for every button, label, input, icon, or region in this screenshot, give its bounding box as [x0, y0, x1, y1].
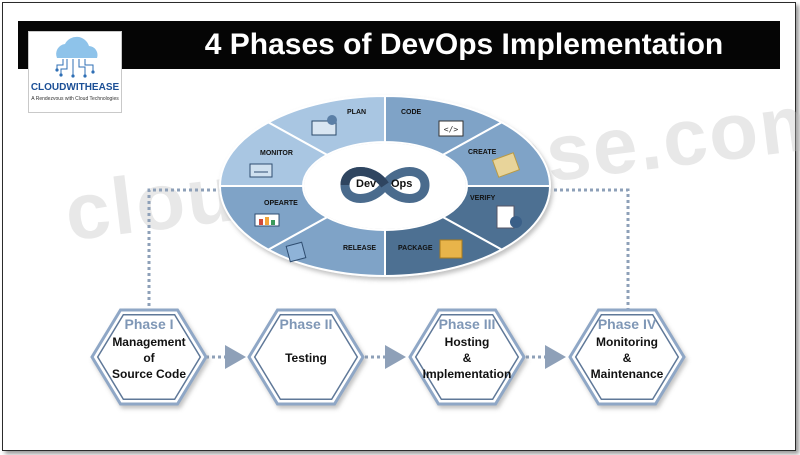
- phase-hexagon-inner-2: [253, 313, 359, 401]
- plan-icon: [311, 115, 337, 136]
- phase-hexagon-3: [408, 308, 526, 406]
- stage-monitor: MONITOR: [260, 150, 293, 157]
- phase-4-line-3: Maintenance: [590, 367, 664, 381]
- monitor-icon: [249, 163, 273, 178]
- phase-hexagon-inner-1: [96, 313, 202, 401]
- phase-3-line-1: Hosting: [444, 335, 490, 349]
- title-text: 4 Phases of DevOps Implementation: [204, 28, 724, 61]
- devops-dev-label: Dev: [356, 178, 377, 190]
- phase-2-line-1: Testing: [285, 351, 327, 365]
- phase-hexagon-1: [90, 308, 208, 406]
- create-icon: [491, 152, 521, 178]
- logo-name: CLOUDWITHEASE: [30, 82, 120, 93]
- phase-hexagon-2: [247, 308, 365, 406]
- phase-4-label: Phase IV: [597, 316, 657, 332]
- ring-segment-plan: [218, 121, 330, 187]
- stage-plan: PLAN: [347, 109, 367, 116]
- phase-hexagon-inner-4: [574, 313, 680, 401]
- stage-verify: VERIFY: [470, 195, 496, 202]
- page-title: 4 Phases of DevOps Implementation: [18, 21, 780, 69]
- stage-code: CODE: [401, 109, 422, 116]
- phase-1-line-3: Source Code: [111, 367, 186, 381]
- phase-1-line-1: Management: [112, 335, 186, 349]
- phase-3-line-3: Implementation: [422, 367, 512, 381]
- phase-2-text: Testing: [251, 350, 361, 366]
- phase-3-line-2: &: [462, 351, 472, 365]
- verify-icon: [496, 205, 522, 229]
- stage-package: PACKAGE: [398, 245, 433, 252]
- phase-3-text: Hosting & Implementation: [412, 334, 522, 382]
- phase-4-line-2: &: [622, 351, 632, 365]
- phase-3-label: Phase III: [438, 316, 496, 332]
- stage-create: CREATE: [468, 149, 497, 156]
- feedback-connectors: [147, 188, 630, 318]
- package-icon: [439, 239, 463, 259]
- phase-1-line-2: of: [143, 351, 155, 365]
- stage-operate: OPEARTE: [264, 200, 298, 207]
- release-icon: [285, 241, 307, 263]
- cloud-logo-icon: [55, 36, 98, 78]
- phase-hexagon-inner-3: [414, 313, 520, 401]
- phase-4-line-1: Monitoring: [596, 335, 658, 349]
- phase-2-label: Phase II: [279, 316, 333, 332]
- code-icon: </>: [438, 120, 464, 137]
- stage-release: RELEASE: [343, 245, 377, 252]
- operate-icon: [254, 213, 280, 227]
- devops-infinity-icon: [340, 167, 430, 203]
- phase-hexagon-4: [568, 308, 686, 406]
- phase-1-text: Management of Source Code: [94, 334, 204, 382]
- phase-1-label: Phase I: [124, 316, 174, 332]
- devops-ops-label: Ops: [391, 178, 413, 190]
- phase-4-text: Monitoring & Maintenance: [572, 334, 682, 382]
- phase-hexagons: [90, 308, 686, 406]
- logo: CLOUDWITHEASE A Rendezvous with Cloud Te…: [28, 31, 122, 113]
- svg-text:</>: </>: [444, 125, 459, 134]
- logo-tagline: A Rendezvous with Cloud Technologies: [31, 96, 119, 102]
